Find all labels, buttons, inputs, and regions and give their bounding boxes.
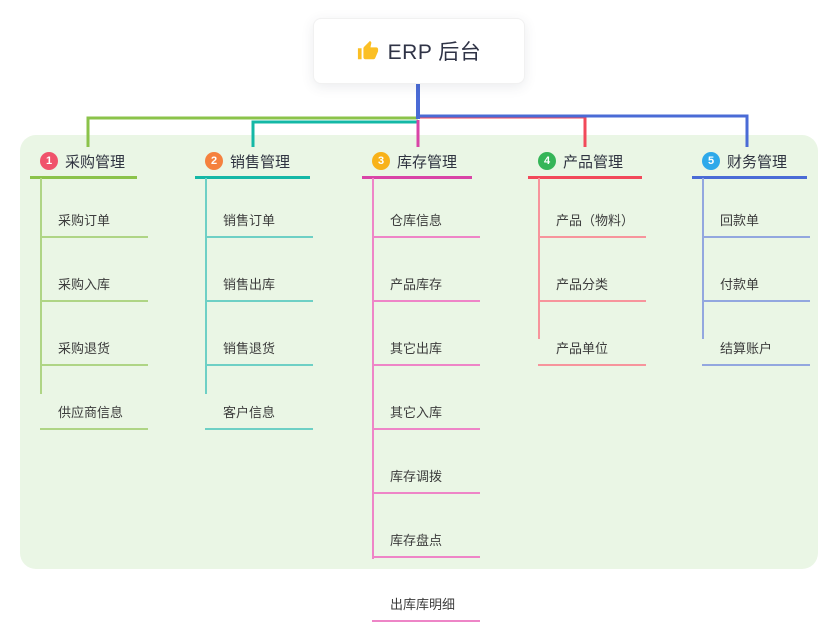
- branch-product: 4 产品管理 产品（物料）产品分类产品单位: [528, 146, 647, 366]
- branch-child-line: [702, 178, 704, 339]
- branch-node-inventory[interactable]: 3 库存管理: [362, 146, 472, 179]
- branch-children: 采购订单采购入库采购退货供应商信息: [30, 179, 148, 430]
- child-node[interactable]: 其它入库: [372, 366, 480, 430]
- branch-purchase: 1 采购管理 采购订单采购入库采购退货供应商信息: [30, 146, 148, 430]
- child-node[interactable]: 客户信息: [205, 366, 313, 430]
- child-node[interactable]: 库存调拨: [372, 430, 480, 494]
- branch-label: 采购管理: [65, 153, 126, 171]
- branch-finance: 5 财务管理 回款单付款单结算账户: [692, 146, 810, 366]
- branch-node-product[interactable]: 4 产品管理: [528, 146, 642, 179]
- child-node[interactable]: 供应商信息: [40, 366, 148, 430]
- branch-node-sales[interactable]: 2 销售管理: [195, 146, 310, 179]
- thumbs-up-icon: [357, 40, 379, 62]
- child-node[interactable]: 采购订单: [40, 179, 148, 238]
- mindmap-panel: [20, 135, 818, 569]
- branch-child-line: [538, 178, 540, 339]
- child-node[interactable]: 付款单: [702, 238, 810, 302]
- branch-children: 回款单付款单结算账户: [692, 179, 810, 366]
- child-node[interactable]: 销售出库: [205, 238, 313, 302]
- child-node[interactable]: 采购入库: [40, 238, 148, 302]
- child-node[interactable]: 其它出库: [372, 302, 480, 366]
- child-node[interactable]: 产品库存: [372, 238, 480, 302]
- branch-label: 销售管理: [230, 153, 291, 171]
- branch-inventory: 3 库存管理 仓库信息产品库存其它出库其它入库库存调拨库存盘点出库库明细: [362, 146, 480, 622]
- child-node[interactable]: 仓库信息: [372, 179, 480, 238]
- badge-1: 1: [40, 152, 58, 170]
- branch-children: 销售订单销售出库销售退货客户信息: [195, 179, 313, 430]
- branch-children: 产品（物料）产品分类产品单位: [528, 179, 647, 366]
- child-node[interactable]: 回款单: [702, 179, 810, 238]
- branch-child-line: [205, 178, 207, 394]
- badge-4: 4: [538, 152, 556, 170]
- branch-children: 仓库信息产品库存其它出库其它入库库存调拨库存盘点出库库明细: [362, 179, 480, 622]
- child-node[interactable]: 采购退货: [40, 302, 148, 366]
- branch-sales: 2 销售管理 销售订单销售出库销售退货客户信息: [195, 146, 313, 430]
- child-node[interactable]: 销售退货: [205, 302, 313, 366]
- child-node[interactable]: 出库库明细: [372, 558, 480, 622]
- root-node-title: ERP 后台: [387, 41, 482, 64]
- child-node[interactable]: 库存盘点: [372, 494, 480, 558]
- child-node[interactable]: 产品分类: [538, 238, 646, 302]
- branch-label: 产品管理: [563, 153, 624, 171]
- badge-3: 3: [372, 152, 390, 170]
- branch-child-line: [372, 178, 374, 559]
- child-node[interactable]: 销售订单: [205, 179, 313, 238]
- root-node-erp[interactable]: ERP 后台: [313, 18, 525, 84]
- child-node[interactable]: 产品（物料）: [538, 179, 647, 238]
- child-node[interactable]: 结算账户: [702, 302, 810, 366]
- badge-5: 5: [702, 152, 720, 170]
- child-node[interactable]: 产品单位: [538, 302, 646, 366]
- branch-node-purchase[interactable]: 1 采购管理: [30, 146, 137, 179]
- badge-2: 2: [205, 152, 223, 170]
- branch-node-finance[interactable]: 5 财务管理: [692, 146, 807, 179]
- branch-label: 财务管理: [727, 153, 788, 171]
- branch-label: 库存管理: [397, 153, 458, 171]
- branch-child-line: [40, 178, 42, 394]
